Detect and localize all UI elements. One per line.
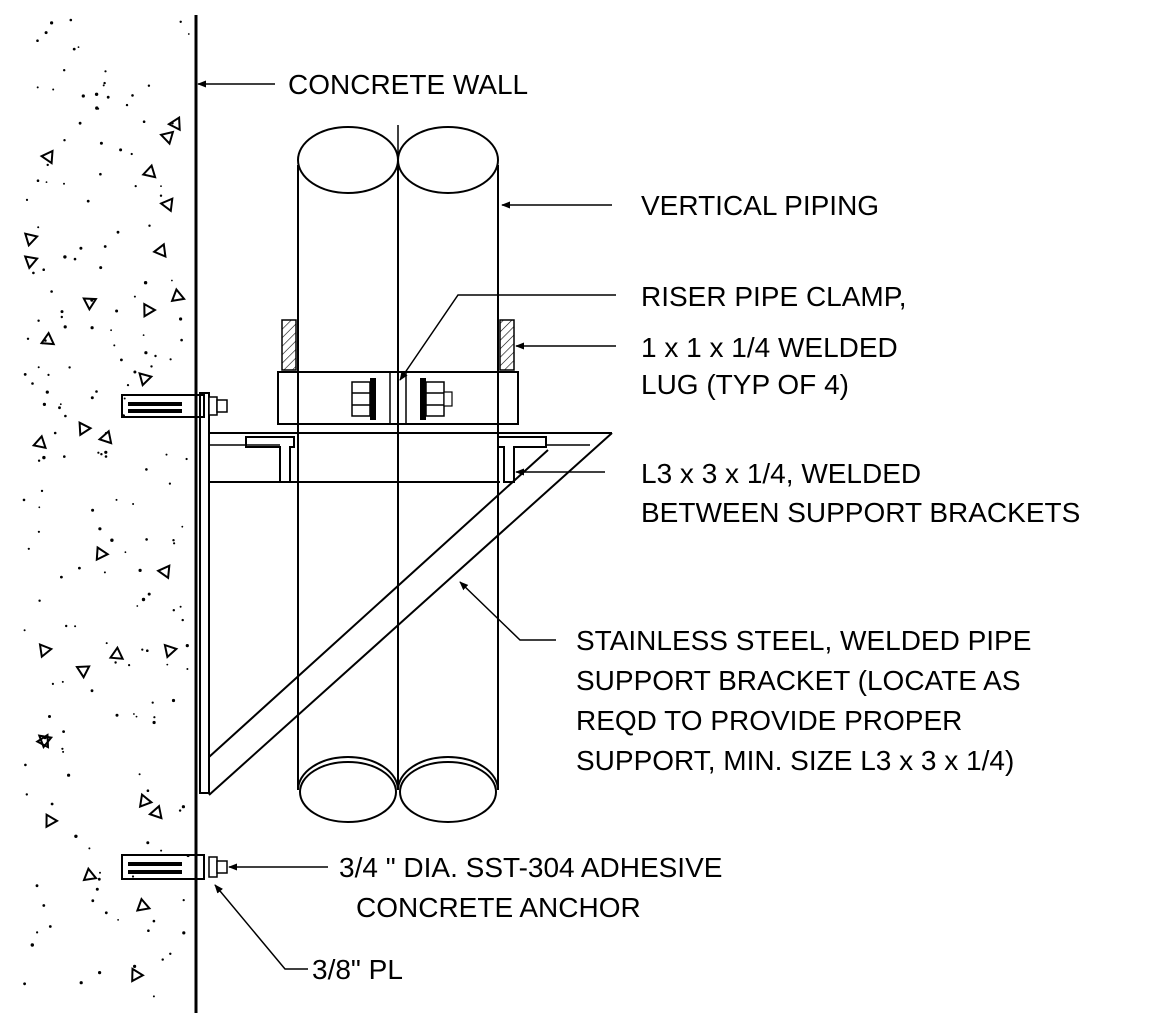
anchor-bolt-upper: [121, 394, 228, 418]
angle-support: [245, 436, 547, 483]
label-angle-2: BETWEEN SUPPORT BRACKETS: [641, 497, 1080, 528]
label-riser-clamp-3: LUG (TYP OF 4): [641, 369, 849, 400]
label-riser-clamp-1: RISER PIPE CLAMP,: [641, 281, 907, 312]
label-anchor-1: 3/4 " DIA. SST-304 ADHESIVE: [339, 852, 722, 883]
label-anchor-2: CONCRETE ANCHOR: [356, 892, 641, 923]
label-riser-clamp-2: 1 x 1 x 1/4 WELDED: [641, 332, 898, 363]
leaders: [197, 80, 616, 970]
label-concrete-wall: CONCRETE WALL: [288, 69, 528, 100]
label-bracket-1: STAINLESS STEEL, WELDED PIPE: [576, 625, 1031, 656]
vertical-pipes: [297, 125, 499, 823]
support-bracket: [199, 392, 613, 796]
anchor-bolt-lower: [121, 854, 228, 880]
riser-pipe-clamp: [277, 371, 519, 425]
label-bracket-4: SUPPORT, MIN. SIZE L3 x 3 x 1/4): [576, 745, 1014, 776]
label-vertical-piping: VERTICAL PIPING: [641, 190, 879, 221]
label-angle-1: L3 x 3 x 1/4, WELDED: [641, 458, 921, 489]
lug-right: [499, 319, 515, 371]
label-bracket-2: SUPPORT BRACKET (LOCATE AS: [576, 665, 1021, 696]
callouts: CONCRETE WALL VERTICAL PIPING RISER PIPE…: [288, 69, 1080, 985]
label-bracket-3: REQD TO PROVIDE PROPER: [576, 705, 962, 736]
concrete-stipple: [22, 18, 190, 998]
lug-left: [281, 319, 297, 371]
label-plate: 3/8" PL: [312, 954, 403, 985]
